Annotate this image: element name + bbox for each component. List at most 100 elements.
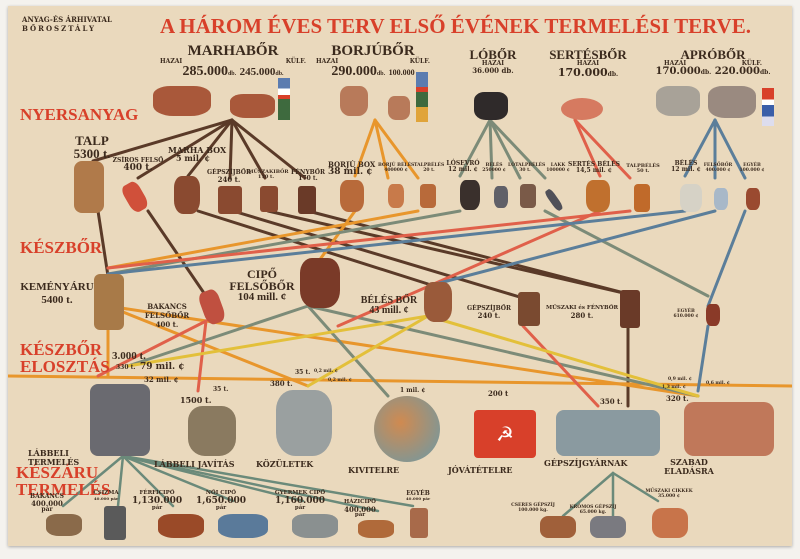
hammer-sickle-flag-icon: ☭	[474, 410, 536, 458]
pig-lines	[96, 118, 632, 408]
flag-icon	[278, 78, 290, 120]
flow-label: 79 mil. ¢	[140, 362, 185, 372]
leather-hide	[680, 184, 702, 212]
sole-leather-roll	[74, 161, 104, 213]
destination-belt-factory: GÉPSZÍJGYÁRNAK	[544, 458, 628, 468]
flow-label: 3.000 t.	[112, 350, 146, 362]
slipper-illustration	[358, 520, 394, 538]
flag-icon	[762, 88, 774, 126]
technical-goods-illustration	[652, 508, 688, 538]
public-workers-illustration	[276, 390, 332, 456]
destination-footwear-production: LÁBBELI TERMELÉS	[28, 448, 80, 467]
goat-illustration	[708, 86, 756, 118]
flow-label: 330 t.	[116, 364, 136, 371]
leather-roll	[420, 184, 436, 208]
leather-hide	[174, 176, 200, 214]
flow-label: 1500 t.	[180, 395, 212, 405]
flow-label: 32 mil. ¢	[144, 375, 179, 384]
flow-label: 0,6 mil. ¢	[706, 381, 730, 386]
leather-hide	[714, 188, 728, 210]
leather-hide	[494, 186, 508, 208]
cobbler-illustration	[188, 406, 236, 456]
technical-leather	[620, 290, 640, 328]
leather-piece	[218, 186, 242, 214]
horse-illustration	[474, 92, 508, 120]
belt-roll-illustration	[540, 516, 576, 538]
destination-public: KÖZÜLETEK	[256, 459, 314, 469]
product-lines	[61, 454, 660, 518]
flow-label: 0,2 mil. ¢	[328, 378, 352, 383]
flow-label: 380 t.	[270, 379, 293, 388]
flow-label: 35 t.	[213, 386, 229, 393]
destination-repair: LÁBBELI JAVÍTÁS	[154, 459, 235, 469]
leather-hide	[388, 184, 404, 208]
leather-piece	[298, 186, 316, 214]
flow-label: 1,3 mil. ¢	[662, 385, 686, 390]
flow-label: 0,9 mil. ¢	[668, 377, 692, 382]
flow-label: 0,2 mil. ¢	[314, 369, 338, 374]
pig-illustration	[561, 98, 603, 120]
leather-roll	[634, 184, 650, 212]
shoe-upper-leather	[300, 258, 340, 308]
leather-hide	[340, 180, 364, 212]
leather-hide	[460, 180, 480, 210]
other-leather	[706, 304, 720, 326]
belt-factory-illustration	[556, 410, 660, 456]
small-hide-lines	[106, 118, 747, 393]
mens-shoe-illustration	[158, 514, 204, 538]
calf-illustration	[388, 96, 410, 120]
flow-label: 350 t.	[600, 397, 623, 406]
calf-illustration	[340, 86, 368, 116]
destination-export: KIVITELRE	[348, 465, 400, 475]
flow-label: 35 t.	[295, 369, 311, 376]
other-boot-illustration	[410, 508, 428, 538]
leather-hide	[586, 180, 610, 212]
globe-illustration	[374, 396, 440, 462]
flag-icon	[416, 72, 428, 122]
cattle-lines	[91, 118, 630, 408]
flow-label: 320 t.	[666, 394, 689, 403]
shop-illustration	[684, 402, 774, 456]
cow-illustration	[230, 94, 275, 118]
page-title: A HÁROM ÉVES TERV ELSŐ ÉVÉNEK TERMELÉSI …	[160, 14, 751, 38]
